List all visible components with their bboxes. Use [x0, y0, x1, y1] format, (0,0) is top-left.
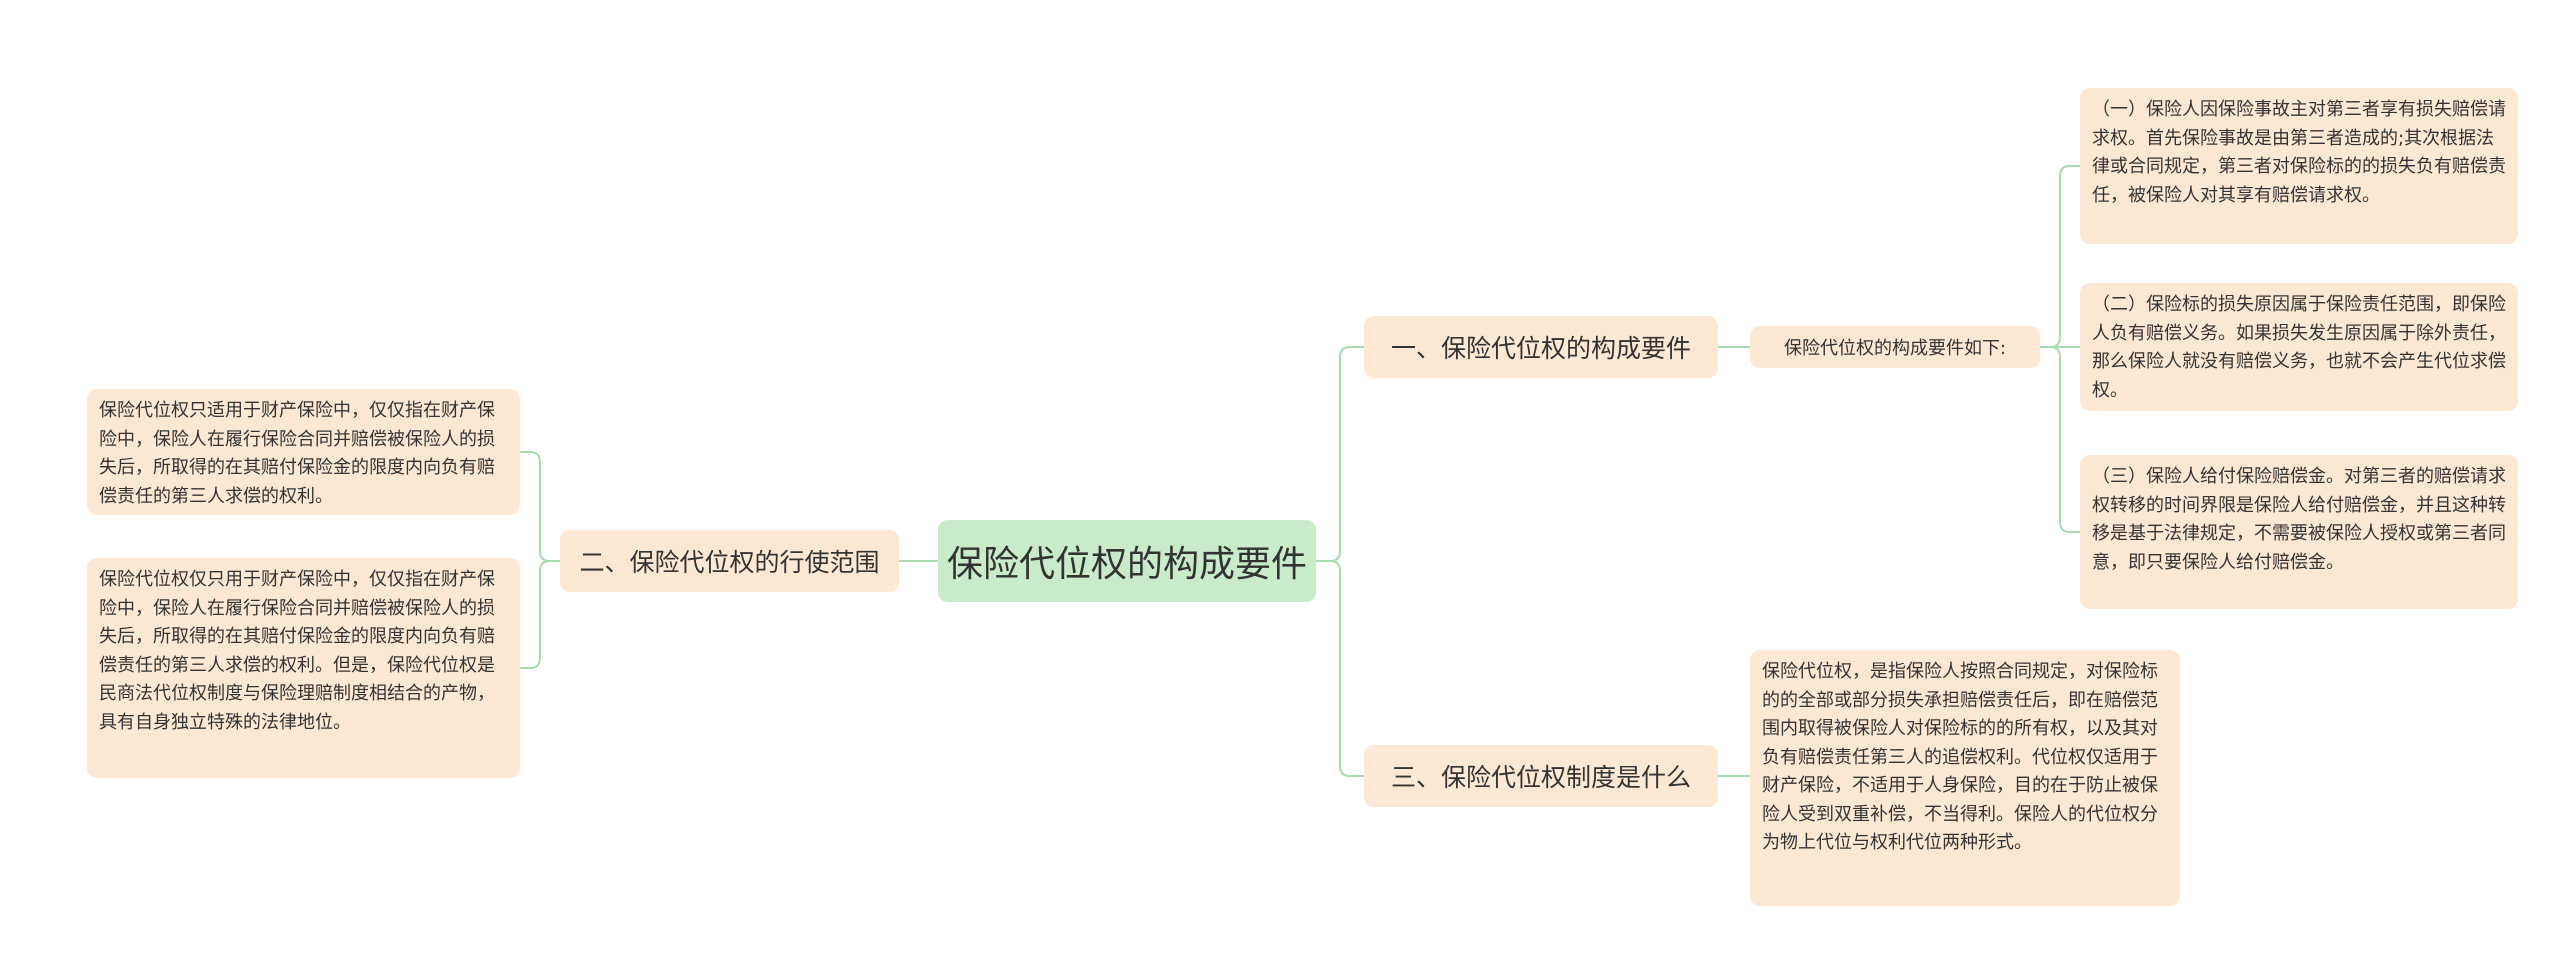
connector-summary-item1	[2040, 165, 2080, 348]
branch-label: 一、保险代位权的构成要件	[1390, 334, 1691, 363]
branch-label: 二、保险代位权的行使范围	[579, 548, 880, 577]
scope-item-2[interactable]: 保险代位权仅只用于财产保险中，仅仅指在财产保险中，保险人在履行保险合同并赔偿被保…	[87, 558, 520, 778]
root-topic-label: 保险代位权的构成要件	[946, 544, 1307, 585]
definition-item[interactable]: 保险代位权，是指保险人按照合同规定，对保险标的的全部或部分损失承担赔偿责任后，即…	[1750, 650, 2180, 906]
requirement-item-1[interactable]: （一）保险人因保险事故主对第三者享有损失赔偿请求权。首先保险事故是由第三者造成的…	[2080, 88, 2518, 244]
branch-label: 三、保险代位权制度是什么	[1390, 763, 1691, 792]
leaf-text: （二）保险标的损失原因属于保险责任范围，即保险人负有赔偿义务。如果损失发生原因属…	[2092, 294, 2506, 401]
connector-root-branch3	[1316, 560, 1364, 777]
branch-exercise-scope[interactable]: 二、保险代位权的行使范围	[560, 530, 899, 592]
leaf-text: 保险代位权，是指保险人按照合同规定，对保险标的的全部或部分损失承担赔偿责任后，即…	[1762, 661, 2158, 853]
leaf-text: 保险代位权仅只用于财产保险中，仅仅指在财产保险中，保险人在履行保险合同并赔偿被保…	[99, 569, 495, 733]
scope-item-1[interactable]: 保险代位权只适用于财产保险中，仅仅指在财产保险中，保险人在履行保险合同并赔偿被保…	[87, 389, 520, 515]
branch-composition-requirements[interactable]: 一、保险代位权的构成要件	[1364, 316, 1718, 378]
leaf-text: 保险代位权只适用于财产保险中，仅仅指在财产保险中，保险人在履行保险合同并赔偿被保…	[99, 400, 495, 507]
root-topic[interactable]: 保险代位权的构成要件	[938, 520, 1316, 602]
branch-system-definition[interactable]: 三、保险代位权制度是什么	[1364, 745, 1718, 807]
requirement-item-3[interactable]: （三）保险人给付保险赔偿金。对第三者的赔偿请求权转移的时间界限是保险人给付赔偿金…	[2080, 455, 2518, 609]
connector-root-branch1	[1316, 346, 1364, 562]
leaf-text: （一）保险人因保险事故主对第三者享有损失赔偿请求权。首先保险事故是由第三者造成的…	[2092, 99, 2506, 206]
requirement-item-2[interactable]: （二）保险标的损失原因属于保险责任范围，即保险人负有赔偿义务。如果损失发生原因属…	[2080, 283, 2518, 411]
connector-branch2-leaf2	[520, 560, 560, 669]
connector-branch2-leaf1	[520, 451, 560, 562]
connector-summary-item3	[2040, 346, 2080, 533]
summary-label: 保险代位权的构成要件如下:	[1783, 338, 2007, 359]
leaf-text: （三）保险人给付保险赔偿金。对第三者的赔偿请求权转移的时间界限是保险人给付赔偿金…	[2092, 466, 2506, 573]
branch1-summary-node[interactable]: 保险代位权的构成要件如下:	[1750, 326, 2040, 368]
